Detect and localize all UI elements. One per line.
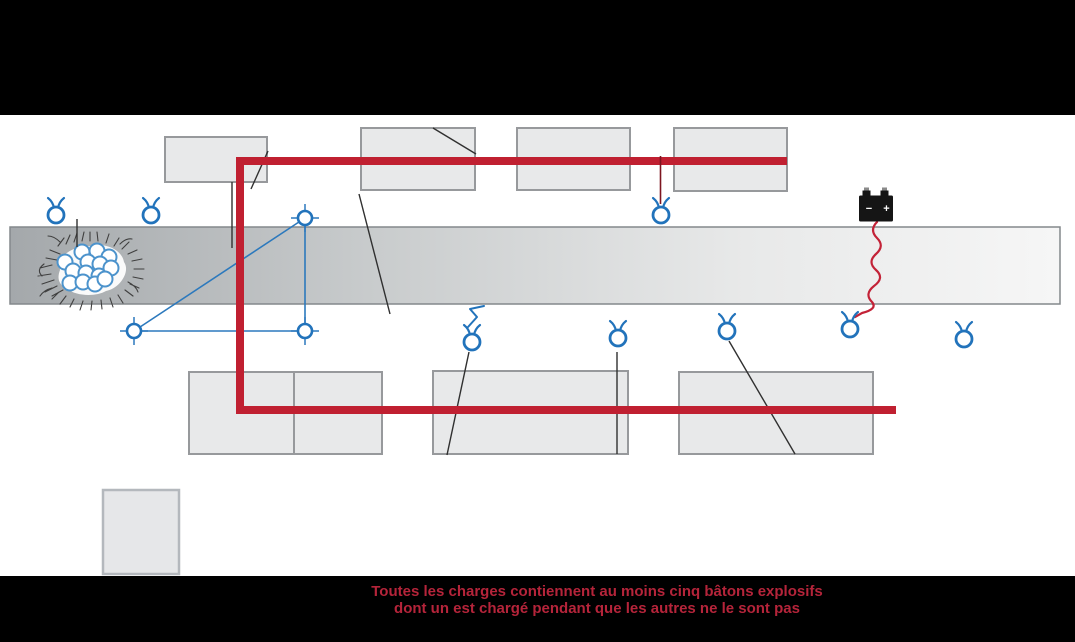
leader-line xyxy=(728,340,796,455)
battery-minus-label: − xyxy=(866,203,872,215)
detonator-icon xyxy=(954,320,974,349)
leader-line xyxy=(446,351,470,456)
battery-lead-wire xyxy=(853,220,882,319)
zigzag-current-icon xyxy=(467,305,485,328)
battery-plus-label: + xyxy=(883,203,889,215)
detonators xyxy=(46,196,974,352)
firing-line-wire xyxy=(236,157,896,414)
detonator-icon xyxy=(462,323,482,352)
detonator-icon xyxy=(46,196,66,225)
detonator-icon xyxy=(717,312,737,341)
letterbox-top xyxy=(0,0,1075,115)
nest-icon xyxy=(37,231,145,311)
legend-small-box xyxy=(101,488,181,576)
caption-line-2: dont un est chargé pendant que les autre… xyxy=(394,600,800,617)
detonator-icon xyxy=(141,196,161,225)
ground-bar xyxy=(9,226,1061,305)
detonator-icon xyxy=(840,310,860,339)
battery-icon: − + xyxy=(859,187,893,222)
leader-line xyxy=(432,127,477,155)
survey-triangle xyxy=(120,204,319,345)
nest-charges xyxy=(56,242,120,293)
caption-line-1: Toutes les charges contiennent au moins … xyxy=(371,583,822,600)
leader-lines xyxy=(76,127,796,456)
letterbox-bottom xyxy=(0,576,1075,642)
sensor-node-icon xyxy=(120,204,319,345)
detonator-icon xyxy=(651,196,671,225)
leader-line xyxy=(358,193,391,315)
detonator-icon xyxy=(608,319,628,348)
nest-straw-strokes xyxy=(37,231,145,311)
